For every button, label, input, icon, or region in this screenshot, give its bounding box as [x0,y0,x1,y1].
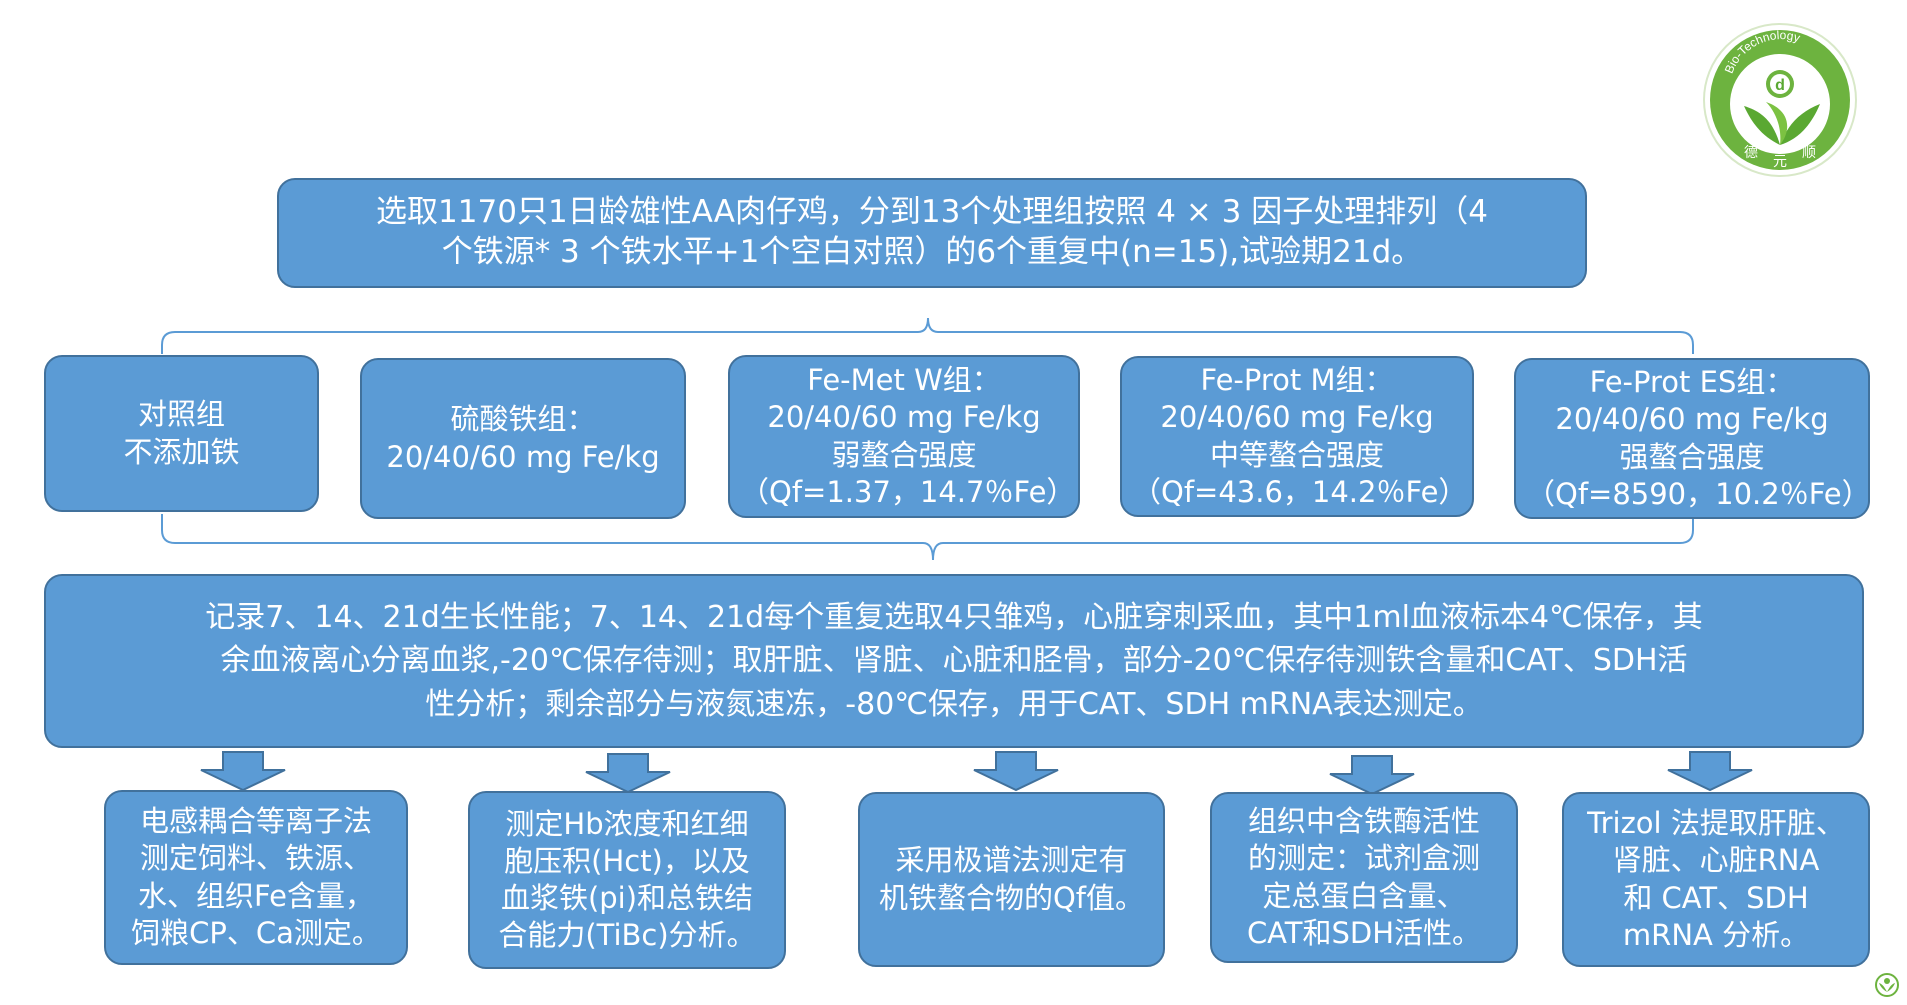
group-fe-prot-es-line-1: Fe-Prot ES组： [1589,365,1795,400]
analysis-rna-line-1: Trizol 法提取肝脏、 [1587,806,1845,841]
group-fe-met-line-3: 弱螯合强度 [831,437,977,472]
arrow-2 [585,753,671,794]
analysis-qf-box: 采用极谱法测定有 机铁螯合物的Qf值。 [858,792,1165,967]
arrow-4 [1329,755,1415,796]
analysis-icp-line-1: 电感耦合等离子法 [139,804,372,839]
group-fe-prot-m-box: Fe-Prot M组： 20/40/60 mg Fe/kg 中等螯合强度 （Qf… [1120,356,1474,517]
analysis-qf-line-1: 采用极谱法测定有 [895,843,1128,878]
arrow-3 [973,751,1059,792]
analysis-rna-line-2: 肾脏、心脏RNA [1612,843,1820,878]
analysis-icp-line-4: 饲粮CP、Ca测定。 [131,915,381,950]
measurement-box: 记录7、14、21d生长性能；7、14、21d每个重复选取4只雏鸡，心脏穿刺采血… [44,574,1864,748]
group-fe-prot-m-line-1: Fe-Prot M组： [1200,363,1394,398]
group-fe-prot-es-line-3: 强螯合强度 [1619,439,1765,474]
analysis-enzyme-line-4: CAT和SDH活性。 [1246,915,1482,950]
group-control-box: 对照组 不添加铁 [44,355,319,512]
company-logo: Bio-Technology d 德 元 顺 [1703,23,1857,177]
study-design-line-2: 个铁源* 3 个铁水平+1个空白对照）的6个重复中(n=15),试验期21d。 [441,234,1423,270]
arrow-1 [200,751,286,792]
analysis-qf-line-2: 机铁螯合物的Qf值。 [878,880,1145,915]
analysis-hb-box: 测定Hb浓度和红细 胞压积(Hct)，以及 血浆铁(pi)和总铁结 合能力(Ti… [468,791,786,969]
study-design-box: 选取1170只1日龄雄性AA肉仔鸡，分到13个处理组按照 4 × 3 因子处理排… [277,178,1587,288]
analysis-enzyme-box: 组织中含铁酶活性 的测定：试剂盒测 定总蛋白含量、 CAT和SDH活性。 [1210,792,1518,963]
group-fe-met-line-2: 20/40/60 mg Fe/kg [767,400,1041,435]
group-fe-prot-m-line-4: （Qf=43.6，14.2％Fe） [1132,474,1468,509]
upper-brace [161,317,1694,354]
arrow-5 [1667,751,1753,792]
analysis-hb-line-3: 血浆铁(pi)和总铁结 [500,881,754,915]
logo-char-3: 顺 [1802,145,1816,161]
group-fe-met-box: Fe-Met W组： 20/40/60 mg Fe/kg 弱螯合强度 （Qf=1… [728,355,1080,518]
lower-brace [161,514,1694,561]
leaf-icon [1744,106,1780,145]
logo-center-letter: d [1775,77,1785,94]
analysis-enzyme-line-2: 的测定：试剂盒测 [1247,841,1480,876]
analysis-rna-line-3: 和 CAT、SDH [1623,880,1809,915]
logo-char-1: 德 [1744,145,1758,161]
analysis-hb-line-2: 胞压积(Hct)，以及 [504,843,750,878]
group-fe-prot-es-box: Fe-Prot ES组： 20/40/60 mg Fe/kg 强螯合强度 （Qf… [1514,358,1871,519]
analysis-enzyme-line-1: 组织中含铁酶活性 [1247,804,1480,839]
analysis-hb-line-4: 合能力(TiBc)分析。 [498,918,756,953]
group-fe-prot-m-line-3: 中等螯合强度 [1209,437,1384,472]
group-ferric-sulfate-line-1: 硫酸铁组： [450,402,596,437]
group-fe-met-line-4: （Qf=1.37，14.7％Fe） [740,474,1076,509]
group-control-line-1: 对照组 [137,397,225,432]
group-fe-prot-m-line-2: 20/40/60 mg Fe/kg [1160,400,1434,435]
analysis-rna-line-4: mRNA 分析。 [1622,917,1810,952]
study-design-line-1: 选取1170只1日龄雄性AA肉仔鸡，分到13个处理组按照 4 × 3 因子处理排… [376,194,1488,231]
leaf-badge-icon [1875,973,1899,997]
measurement-line-2: 余血液离心分离血浆,-20℃保存待测；取肝脏、肾脏、心脏和胫骨，部分-20℃保存… [220,643,1688,679]
logo-char-2: 元 [1773,154,1787,170]
group-ferric-sulfate-line-2: 20/40/60 mg Fe/kg [386,439,660,474]
analysis-enzyme-line-3: 定总蛋白含量、 [1262,878,1466,913]
group-fe-met-line-1: Fe-Met W组： [807,363,1001,398]
analysis-hb-line-1: 测定Hb浓度和红细 [505,806,749,841]
measurement-line-1: 记录7、14、21d生长性能；7、14、21d每个重复选取4只雏鸡，心脏穿刺采血… [205,599,1703,635]
analysis-icp-box: 电感耦合等离子法 测定饲料、铁源、 水、组织Fe含量， 饲粮CP、Ca测定。 [104,790,408,965]
analysis-rna-box: Trizol 法提取肝脏、 肾脏、心脏RNA 和 CAT、SDH mRNA 分析… [1562,792,1870,967]
analysis-icp-line-2: 测定饲料、铁源、 [139,841,372,876]
group-control-line-2: 不添加铁 [123,434,240,469]
measurement-line-3: 性分析；剩余部分与液氮速冻，-80℃保存，用于CAT、SDH mRNA表达测定。 [425,686,1483,722]
analysis-icp-line-3: 水、组织Fe含量， [138,878,374,913]
group-ferric-sulfate-box: 硫酸铁组： 20/40/60 mg Fe/kg [360,358,686,519]
group-fe-prot-es-line-4: （Qf=8590，10.2％Fe） [1526,476,1871,511]
group-fe-prot-es-line-2: 20/40/60 mg Fe/kg [1555,402,1829,437]
